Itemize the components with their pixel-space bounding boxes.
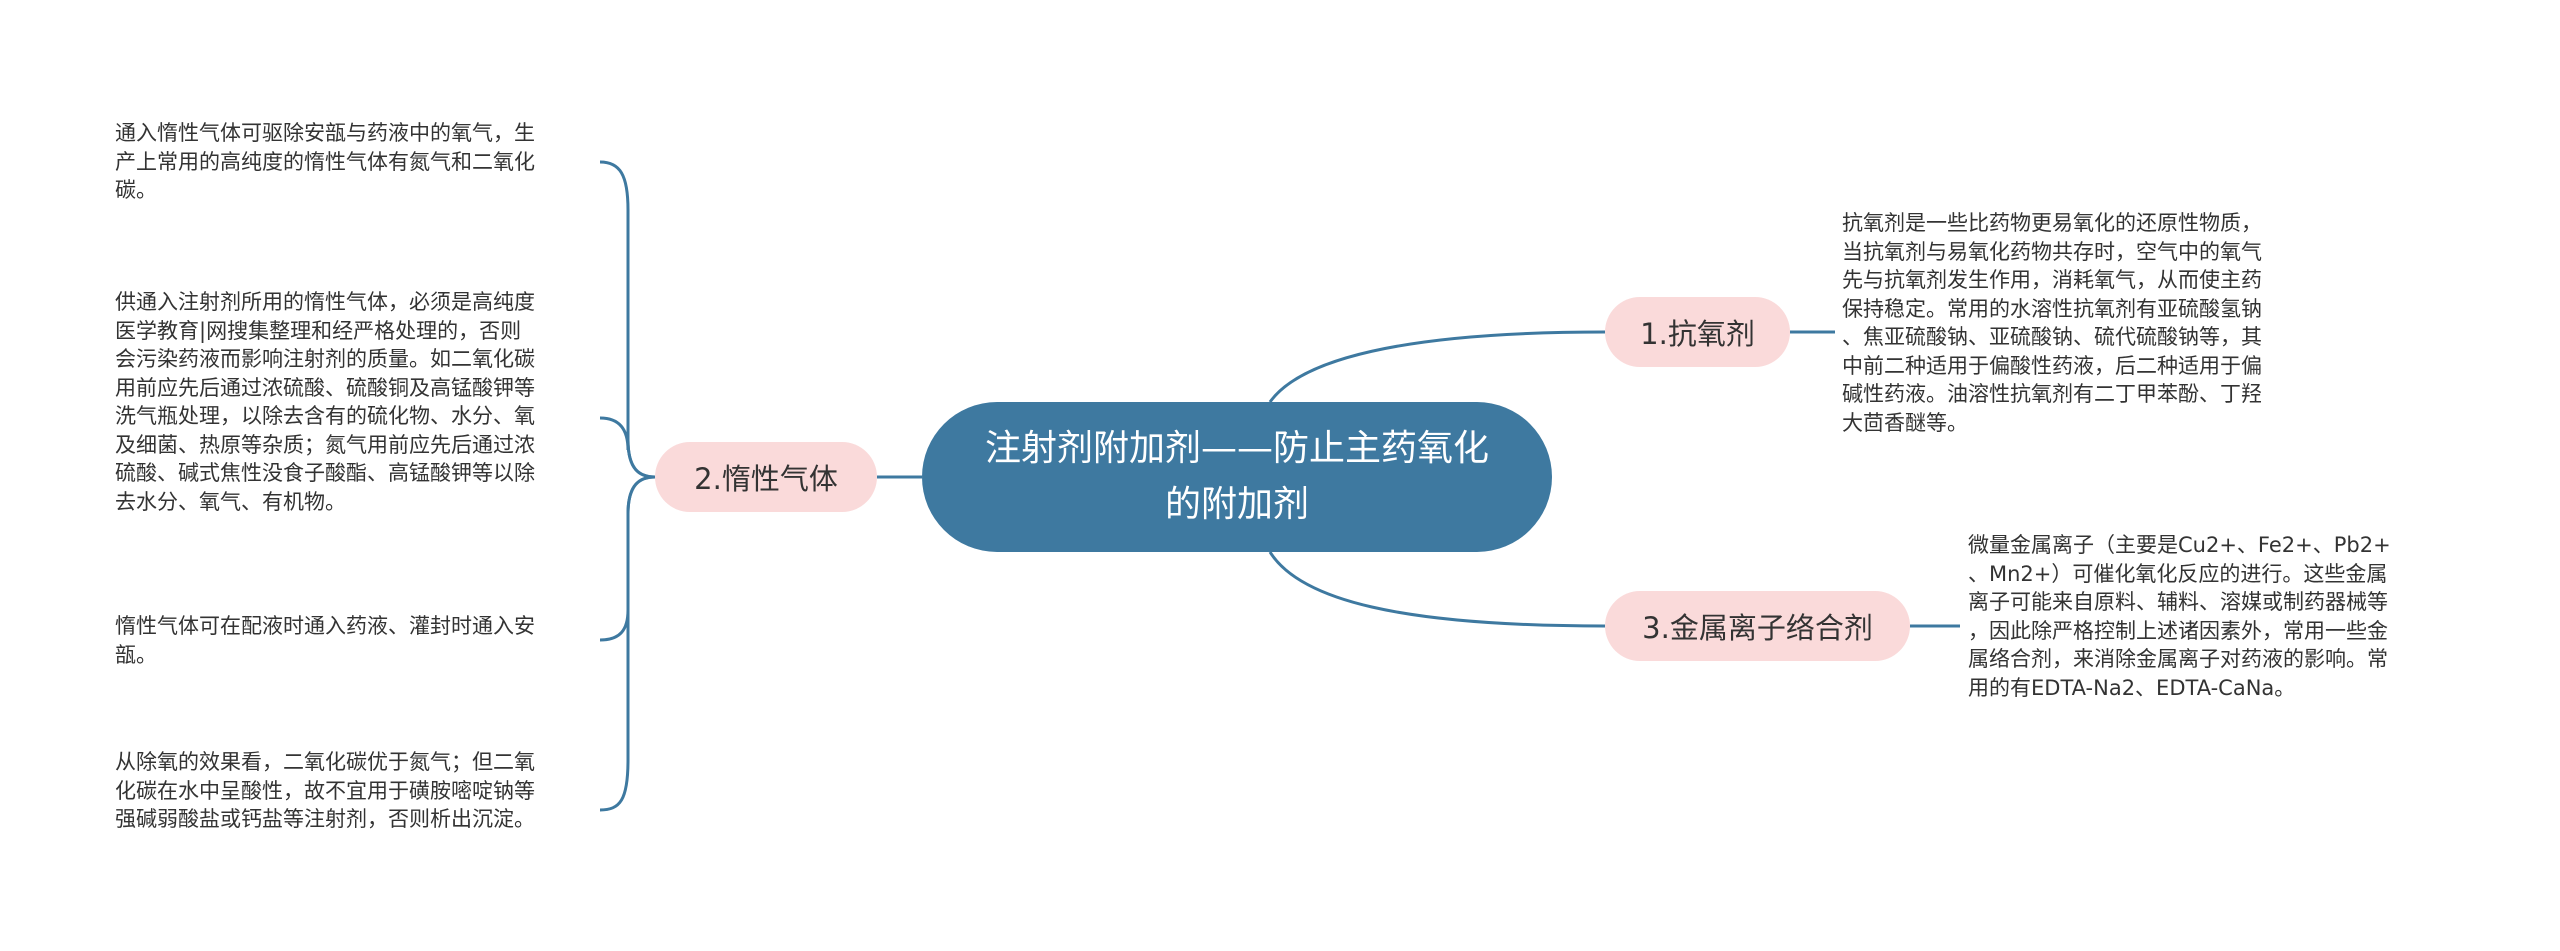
branch-inert-gas[interactable]: 2.惰性气体 xyxy=(655,442,877,512)
leaf-antioxidant-description: 抗氧剂是一些比药物更易氧化的还原性物质， 当抗氧剂与易氧化药物共存时，空气中的氧… xyxy=(1842,211,2262,435)
leaf-inert-gas-comparison: 从除氧的效果看，二氧化碳优于氮气；但二氧 化碳在水中呈酸性，故不宜用于磺胺嘧啶钠… xyxy=(115,750,535,831)
connector-central-to-antioxidant xyxy=(1268,330,1606,403)
connector-inert-gas-to-leaf-4 xyxy=(599,475,656,812)
branch-metal-chelator[interactable]: 3.金属离子络合剂 xyxy=(1605,591,1910,661)
central-topic[interactable]: 注射剂附加剂——防止主药氧化的附加剂 xyxy=(922,402,1552,552)
leaf-metal-chelator-description: 微量金属离子（主要是Cu2+、Fe2+、Pb2+ 、Mn2+）可催化氧化反应的进… xyxy=(1968,533,2391,700)
leaf-inert-gas-purpose: 通入惰性气体可驱除安瓿与药液中的氧气，生 产上常用的高纯度的惰性气体有氮气和二氧… xyxy=(115,121,535,202)
leaf-inert-gas-purity: 供通入注射剂所用的惰性气体，必须是高纯度 医学教育|网搜集整理和经严格处理的，否… xyxy=(115,290,535,514)
connector-central-to-chelator xyxy=(1268,551,1606,628)
branch-antioxidant[interactable]: 1.抗氧剂 xyxy=(1605,297,1790,367)
leaf-inert-gas-timing: 惰性气体可在配液时通入药液、灌封时通入安 瓿。 xyxy=(115,614,535,667)
connector-inert-gas-to-leaf-2 xyxy=(599,416,656,479)
